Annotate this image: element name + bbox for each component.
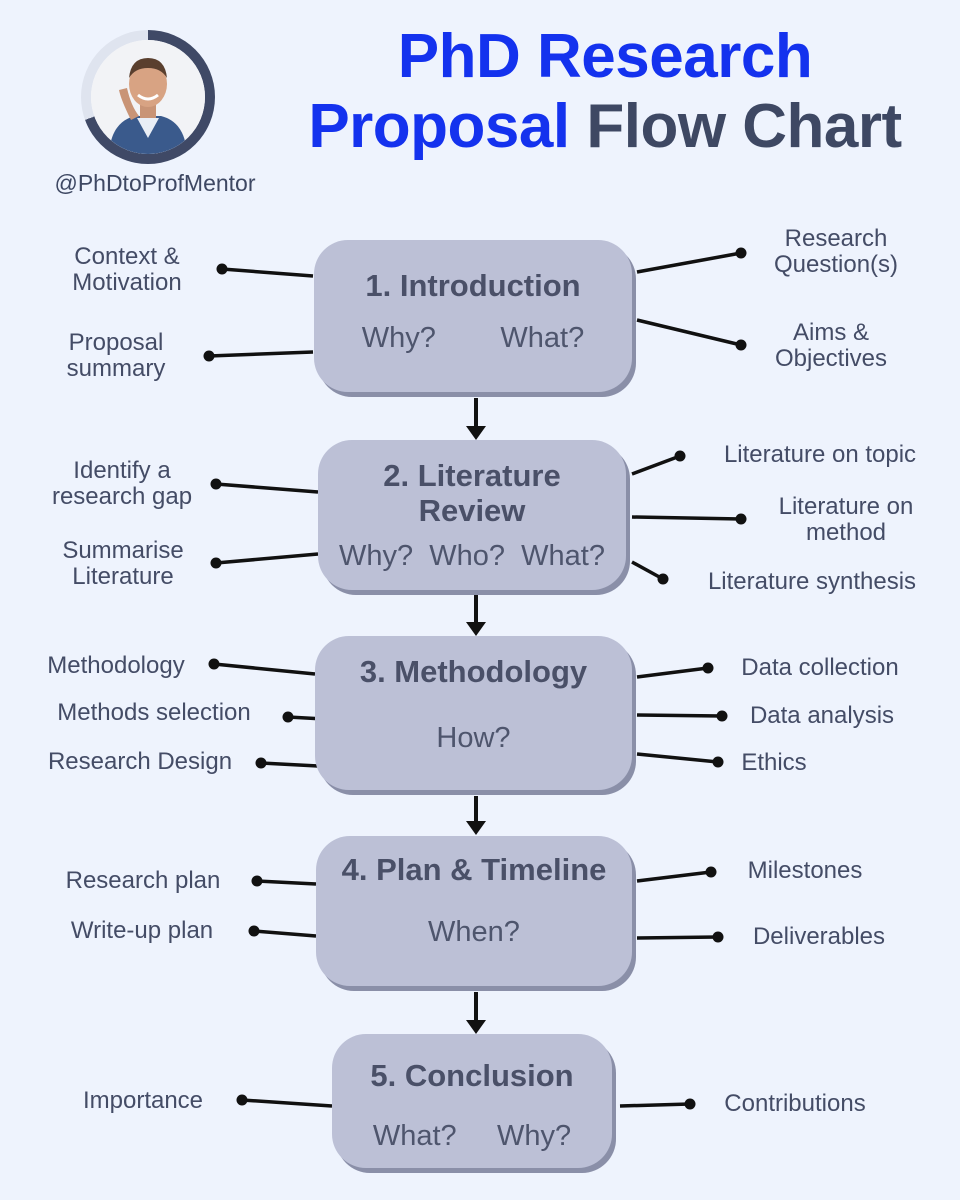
box-introduction: 1. Introduction Why? What? (314, 240, 632, 392)
label-lit-synthesis: Literature synthesis (707, 568, 917, 595)
label-research-questions: Research Question(s) (773, 225, 899, 278)
avatar-ring (81, 30, 215, 164)
title-line-1: PhD Research (397, 22, 813, 91)
label-importance: Importance (82, 1087, 204, 1114)
box-title: 1. Introduction (365, 268, 581, 303)
label-contributions: Contributions (724, 1090, 866, 1117)
label-research-design: Research Design (47, 748, 233, 775)
box-conclusion: 5. Conclusion What? Why? (332, 1034, 612, 1168)
person-photo-icon (91, 40, 205, 154)
box-title: 5. Conclusion (370, 1058, 574, 1093)
label-data-analysis: Data analysis (749, 702, 895, 729)
label-methods-selection: Methods selection (57, 699, 251, 726)
label-ethics: Ethics (741, 749, 807, 776)
box-methodology: 3. Methodology How? (315, 636, 632, 790)
label-deliverables: Deliverables (752, 923, 886, 950)
box-title: 2. Literature Review (383, 458, 561, 528)
box-subtitle: Why? What? (361, 322, 585, 354)
label-aims-objectives: Aims & Objectives (774, 319, 888, 372)
label-methodology: Methodology (47, 652, 185, 679)
label-data-collection: Data collection (741, 654, 899, 681)
label-writeup-plan: Write-up plan (70, 917, 214, 944)
label-lit-method: Literature on method (778, 493, 914, 546)
title-line-2-blue: Proposal (308, 92, 570, 161)
author-handle[interactable]: @PhDtoProfMentor (54, 170, 256, 196)
avatar (91, 40, 205, 154)
box-subtitle: Why? Who? What? (339, 540, 605, 572)
box-title: 3. Methodology (359, 654, 588, 689)
label-research-gap: Identify a research gap (51, 457, 193, 510)
label-context-motivation: Context & Motivation (72, 243, 182, 296)
label-proposal-summary: Proposal summary (66, 329, 166, 382)
label-milestones: Milestones (747, 857, 863, 884)
label-lit-topic: Literature on topic (723, 441, 917, 468)
box-literature-review: 2. Literature Review Why? Who? What? (318, 440, 626, 590)
box-subtitle: When? (428, 916, 520, 948)
box-subtitle: What? Why? (372, 1120, 572, 1152)
page-title: PhD Research Proposal Flow Chart (260, 22, 950, 162)
label-research-plan: Research plan (65, 867, 221, 894)
box-title: 4. Plan & Timeline (341, 852, 607, 887)
title-line-2-dark: Flow Chart (586, 92, 902, 161)
box-subtitle: How? (436, 722, 511, 754)
label-summarise-literature: Summarise Literature (62, 537, 184, 590)
box-plan-timeline: 4. Plan & Timeline When? (316, 836, 632, 986)
